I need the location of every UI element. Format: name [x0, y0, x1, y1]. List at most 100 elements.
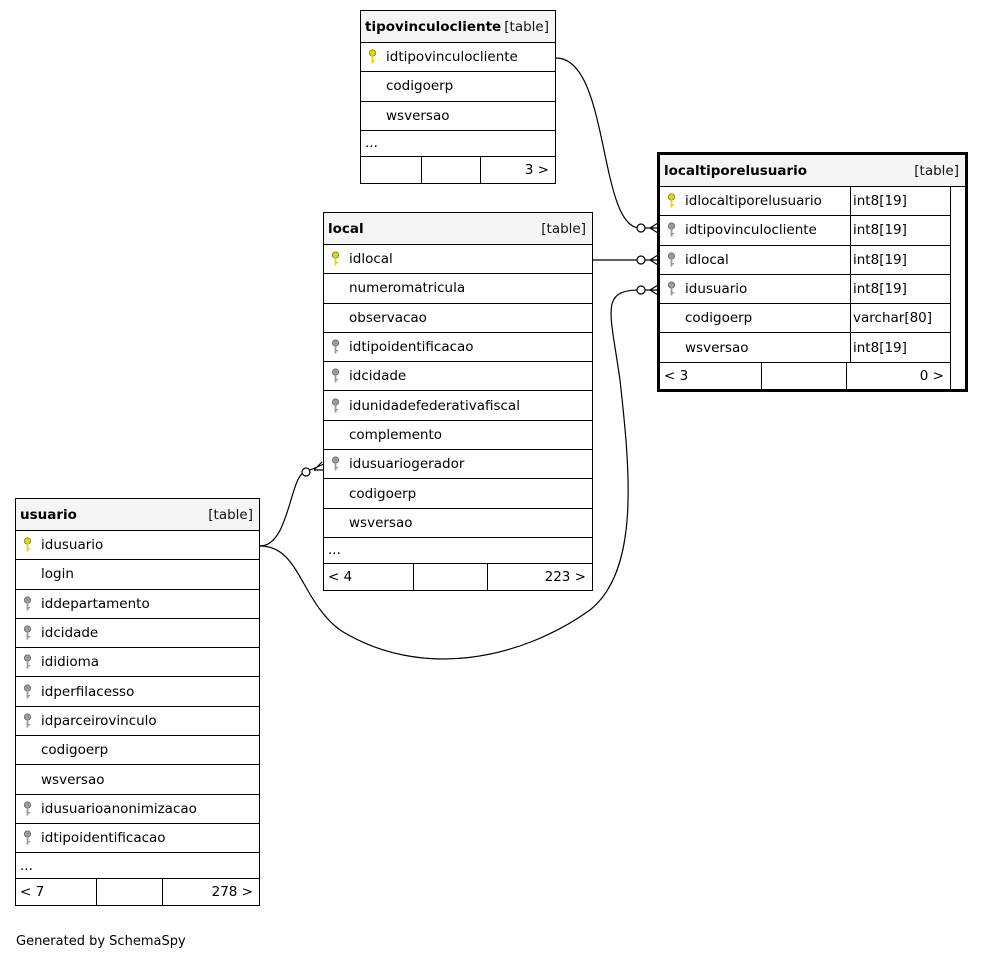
column-row[interactable]: observacao [324, 304, 592, 333]
table-header: local [table] [324, 213, 592, 245]
column-row[interactable]: codigoerp [16, 736, 259, 766]
column-name: wsversao [685, 339, 749, 356]
column-body: wsversao [361, 102, 555, 130]
column-row[interactable]: idparceirovinculo [16, 707, 259, 737]
foreign-key-icon [324, 398, 346, 414]
column-name: iddepartamento [41, 595, 150, 612]
column-name: codigoerp [685, 310, 753, 327]
column-name: wsversao [349, 514, 413, 531]
column-row[interactable]: idlocal [324, 245, 592, 275]
column-name: idlocaltiporelusuario [685, 193, 822, 210]
column-body: idusuario [16, 531, 259, 559]
more-columns-ellipsis: ... [324, 538, 592, 564]
column-row[interactable]: login [16, 560, 259, 590]
column-body: idcidade [16, 619, 259, 647]
column-name: idtipovinculocliente [386, 49, 518, 66]
column-row[interactable]: wsversao [324, 509, 592, 538]
primary-key-icon [324, 251, 346, 267]
column-row[interactable]: idtipoidentificacao [16, 824, 259, 854]
column-row[interactable]: codigoerp [324, 479, 592, 509]
column-body: idlocal [324, 245, 592, 273]
crow-foot [645, 222, 659, 234]
column-body: observacao [324, 304, 592, 332]
column-row[interactable]: codigoerp varchar[80] [660, 304, 950, 334]
table-footer: < 7 278 > [16, 879, 259, 906]
column-body: idtipoidentificacao [16, 824, 259, 852]
column-type: int8[19] [850, 187, 950, 216]
column-name: wsversao [41, 771, 105, 788]
table-localtiporelusuario[interactable]: localtiporelusuario [table] idlocaltipor… [657, 152, 968, 392]
foreign-key-icon [16, 654, 38, 670]
column-row[interactable]: idperfilacesso [16, 677, 259, 707]
column-name: ididioma [41, 654, 100, 671]
column-name: complemento [349, 426, 443, 443]
column-body: idusuario [660, 275, 850, 303]
column-row[interactable]: idcidade [324, 362, 592, 392]
column-body: idusuarioanonimizacao [16, 795, 259, 823]
column-row[interactable]: idtipoidentificacao [324, 333, 592, 363]
footer-children[interactable]: 278 > [211, 884, 253, 901]
column-body: ididioma [16, 648, 259, 676]
column-name: idusuariogerador [349, 456, 465, 473]
column-body: wsversao [660, 333, 850, 361]
column-row[interactable]: idusuario [16, 531, 259, 561]
column-row[interactable]: wsversao [16, 765, 259, 795]
column-body: idperfilacesso [16, 677, 259, 705]
column-row[interactable]: idlocaltiporelusuario int8[19] [660, 187, 950, 217]
column-row[interactable]: idusuarioanonimizacao [16, 795, 259, 824]
column-name: codigoerp [349, 485, 417, 502]
column-body: idtipovinculocliente [361, 43, 555, 71]
table-name: localtiporelusuario [664, 162, 808, 179]
foreign-key-icon [16, 684, 38, 700]
column-row[interactable]: idtipovinculocliente [361, 43, 555, 73]
column-row[interactable]: numeromatricula [324, 274, 592, 304]
edge-usuario-localtiporelusuario [259, 289, 641, 660]
footer-children[interactable]: 3 > [524, 161, 549, 178]
column-row[interactable]: idcidade [16, 619, 259, 649]
column-list: idtipovinculocliente codigoerp wsversao [361, 43, 555, 131]
column-name: idlocal [685, 251, 729, 268]
column-row[interactable]: idunidadefederativafiscal [324, 391, 592, 421]
column-row[interactable]: idusuariogerador [324, 450, 592, 480]
column-type: int8[19] [850, 274, 950, 304]
footer-parents[interactable]: < 3 [664, 367, 689, 384]
column-name: idperfilacesso [41, 683, 135, 700]
column-row[interactable]: complemento [324, 421, 592, 451]
foreign-key-icon [16, 625, 38, 641]
column-body: idtipovinculocliente [660, 216, 850, 244]
column-row[interactable]: iddepartamento [16, 590, 259, 619]
table-tipovinculocliente[interactable]: tipovinculocliente [table] idtipovinculo… [360, 10, 556, 184]
table-name: local [328, 220, 364, 237]
column-type: varchar[80] [850, 304, 950, 333]
column-name: wsversao [386, 107, 450, 124]
foreign-key-icon [16, 801, 38, 817]
zero-marker [301, 467, 311, 477]
column-name: login [41, 566, 74, 583]
column-body: wsversao [324, 509, 592, 537]
footer-parents[interactable]: < 4 [328, 568, 353, 585]
footer-children[interactable]: 223 > [544, 568, 586, 585]
column-name: idcidade [41, 625, 99, 642]
footer-children[interactable]: 0 > [919, 367, 944, 384]
column-name: codigoerp [386, 78, 454, 95]
foreign-key-icon [660, 222, 682, 238]
table-footer: < 4 223 > [324, 563, 592, 590]
column-row[interactable]: ididioma [16, 648, 259, 678]
column-name: idusuario [41, 537, 104, 554]
column-row[interactable]: codigoerp [361, 72, 555, 102]
footer-parents[interactable] [361, 157, 421, 183]
table-type-label: [table] [914, 162, 959, 179]
footer-parents[interactable]: < 7 [20, 884, 45, 901]
column-body: idusuariogerador [324, 450, 592, 478]
column-row[interactable]: wsversao [361, 102, 555, 131]
foreign-key-icon [660, 281, 682, 297]
column-body: complemento [324, 421, 592, 449]
